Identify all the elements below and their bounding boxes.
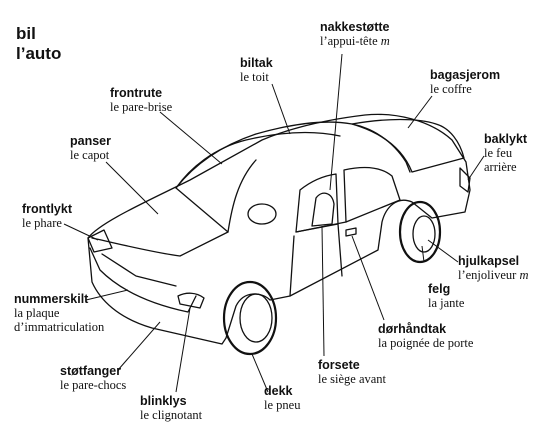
- leader-frontrute: [159, 111, 223, 165]
- car-side-window-front: [295, 173, 339, 233]
- label-nakkestotte: nakkestøtte l’appui-tête m: [320, 20, 390, 48]
- leader-blinklys: [175, 307, 191, 393]
- car-rear-wheel-tire: [398, 200, 442, 264]
- label-norwegian: frontrute: [110, 86, 163, 100]
- car-steering-wheel: [247, 203, 277, 225]
- car-grille: [101, 253, 177, 287]
- label-french: le pneu: [264, 398, 301, 412]
- car-tail-light: [459, 167, 471, 193]
- label-stotfanger: støtfanger le pare-chocs: [60, 364, 126, 392]
- label-norwegian: biltak: [240, 56, 273, 70]
- leader-forsete: [321, 225, 325, 357]
- leader-hjulkapsel: [427, 239, 459, 263]
- title-french: l’auto: [16, 44, 62, 63]
- label-french: la poignée de porte: [378, 336, 474, 350]
- car-blinker: [177, 292, 205, 309]
- leader-felg: [421, 245, 425, 263]
- label-norwegian: frontlykt: [22, 202, 72, 216]
- car-trunk: [351, 118, 465, 173]
- label-norwegian: panser: [70, 134, 111, 148]
- label-norwegian: hjulkapsel: [458, 254, 520, 268]
- car-headlight: [87, 229, 113, 253]
- label-frontlykt: frontlykt le phare: [22, 202, 72, 230]
- label-french: le coffre: [430, 82, 472, 96]
- leader-dorhandtak: [351, 235, 385, 321]
- label-french: l’enjoliveur m: [458, 268, 529, 282]
- label-norwegian: nummerskilt: [14, 292, 89, 306]
- label-nummerskilt: nummerskilt la plaque d’immatriculation: [14, 292, 104, 334]
- leader-dekk: [251, 353, 269, 393]
- title-norwegian: bil: [16, 24, 36, 43]
- label-felg: felg la jante: [428, 282, 464, 310]
- label-norwegian: støtfanger: [60, 364, 122, 378]
- label-dekk: dekk le pneu: [264, 384, 300, 412]
- label-norwegian: nakkestøtte: [320, 20, 390, 34]
- label-norwegian: blinklys: [140, 394, 187, 408]
- label-french: la jante: [428, 296, 465, 310]
- car-side-window-rear: [343, 166, 401, 223]
- label-french: le feu: [484, 146, 513, 160]
- label-french-line2: d’immatriculation: [14, 320, 105, 334]
- label-french: le phare: [22, 216, 62, 230]
- label-french: le toit: [240, 70, 269, 84]
- car-hood: [91, 231, 229, 257]
- label-norwegian: bagasjerom: [430, 68, 501, 82]
- leader-stotfanger: [117, 321, 161, 371]
- label-norwegian: felg: [428, 282, 451, 296]
- label-french: le clignotant: [140, 408, 203, 422]
- car-door-lines: [289, 221, 347, 297]
- label-french: le pare-chocs: [60, 378, 127, 392]
- label-panser: panser le capot: [70, 134, 111, 162]
- label-dorhandtak: dørhåndtak la poignée de porte: [378, 322, 473, 350]
- diagram-title: bil l’auto: [16, 24, 61, 64]
- label-french: le pare-brise: [110, 100, 173, 114]
- label-baklykt: baklykt le feu arrière: [484, 132, 527, 174]
- label-french: le capot: [70, 148, 110, 162]
- car-front-bumper: [89, 247, 197, 313]
- car-seat-shape: [311, 192, 335, 227]
- car-door-handle-shape: [345, 227, 357, 237]
- car-body-outline: [87, 113, 471, 345]
- label-norwegian: forsete: [318, 358, 360, 372]
- car-front-wheel-tire: [222, 280, 278, 356]
- label-forsete: forsete le siège avant: [318, 358, 386, 386]
- car-front-wheel-rim: [239, 293, 273, 343]
- label-blinklys: blinklys le clignotant: [140, 394, 202, 422]
- leader-baklykt: [467, 155, 485, 181]
- label-norwegian: baklykt: [484, 132, 528, 146]
- label-biltak: biltak le toit: [240, 56, 273, 84]
- label-french-line2: arrière: [484, 160, 517, 174]
- label-french: le siège avant: [318, 372, 387, 386]
- leader-nakkestotte: [329, 53, 343, 191]
- leader-nummerskilt: [85, 289, 129, 301]
- label-bagasjerom: bagasjerom le coffre: [430, 68, 500, 96]
- label-hjulkapsel: hjulkapsel l’enjoliveur m: [458, 254, 528, 282]
- leader-bagasjerom: [407, 95, 433, 129]
- label-frontrute: frontrute le pare-brise: [110, 86, 172, 114]
- label-french: la plaque: [14, 306, 60, 320]
- car-rear-wheel-rim: [412, 215, 436, 253]
- label-norwegian: dørhåndtak: [378, 322, 447, 336]
- leader-frontlykt: [63, 223, 99, 241]
- label-french: l’appui-tête m: [320, 34, 390, 48]
- car-windshield: [175, 131, 341, 233]
- label-norwegian: dekk: [264, 384, 293, 398]
- leader-biltak: [271, 83, 291, 135]
- leader-panser: [105, 161, 159, 215]
